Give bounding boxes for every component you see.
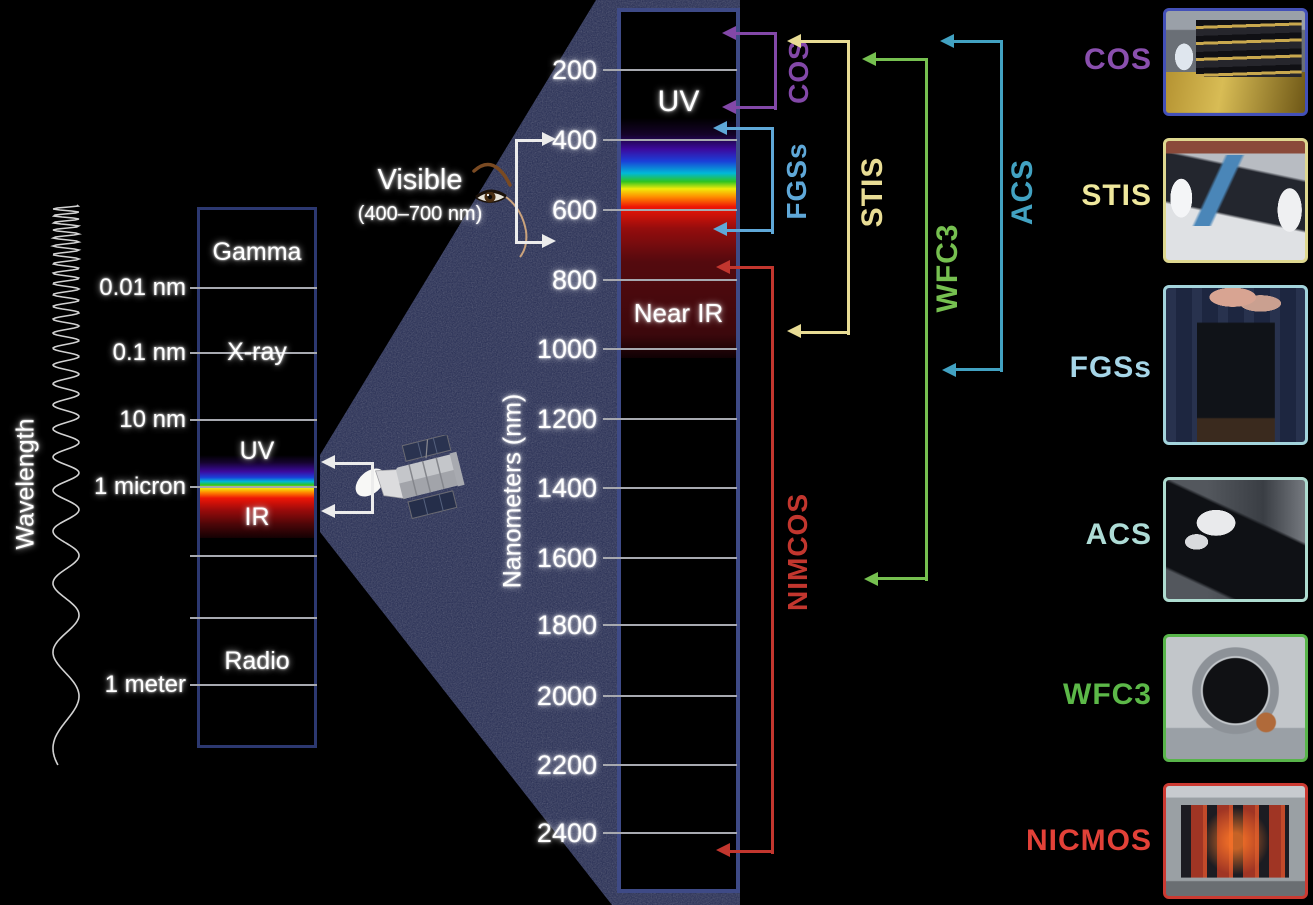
wavelength-wave-illustration xyxy=(50,204,83,766)
tick-2000 xyxy=(603,695,737,697)
nicmos-instrument-label: NICMOS xyxy=(1026,824,1152,857)
ticklabel-2000: 2000 xyxy=(536,681,597,711)
tick-1000 xyxy=(603,348,737,350)
left-tick-1micron xyxy=(190,486,317,488)
stis-photo xyxy=(1163,138,1308,263)
ticklabel-1400: 1400 xyxy=(536,473,597,503)
wfc3-bracket-label: WFC3 xyxy=(931,223,964,313)
stis-instrument-label: STIS xyxy=(1081,179,1152,212)
left-scale-1micron: 1 micron xyxy=(93,473,186,500)
human-eye-icon xyxy=(472,162,528,258)
tick-400 xyxy=(603,139,737,141)
ticklabel-2200: 2200 xyxy=(536,750,597,780)
zoom-near-ir-band-label: Near IR xyxy=(633,298,724,328)
nicmos-bracket-label: NIMCOS xyxy=(782,493,813,611)
fgs-bracket-label: FGSs xyxy=(781,142,812,220)
wfc3-photo xyxy=(1163,634,1308,762)
hubble-telescope-illustration xyxy=(355,435,465,520)
visible-arrow-bottom xyxy=(542,234,556,248)
acs-arrow-top xyxy=(940,34,954,48)
visible-title: Visible xyxy=(377,164,463,196)
wfc3-arrow-top xyxy=(862,52,876,66)
left-tick-10nm xyxy=(190,419,317,421)
tick-1800 xyxy=(603,624,737,626)
tick-2200 xyxy=(603,764,737,766)
fgs-arrow-top xyxy=(713,121,727,135)
nicmos-arrow-bottom xyxy=(716,843,730,857)
nicmos-photo xyxy=(1163,783,1308,899)
cos-photo xyxy=(1163,8,1308,116)
left-tick-1meter xyxy=(190,684,317,686)
tick-800 xyxy=(603,279,737,281)
left-tick-unlabeled-2 xyxy=(190,617,317,619)
acs-photo xyxy=(1163,477,1308,602)
stis-bracket-label: STIS xyxy=(856,156,889,228)
wavelength-axis-label: Wavelength xyxy=(11,418,40,550)
cos-bracket-label: COS xyxy=(783,40,814,104)
cos-arrow-bottom xyxy=(722,100,736,114)
ticklabel-2400: 2400 xyxy=(536,818,597,848)
zoom-uv-band-label: UV xyxy=(657,85,700,118)
band-ir: IR xyxy=(244,503,270,531)
ticklabel-400: 400 xyxy=(551,125,597,155)
cos-arrow-top xyxy=(722,26,736,40)
nicmos-arrow-top xyxy=(716,260,730,274)
ticklabel-600: 600 xyxy=(551,195,597,225)
acs-arrow-bottom xyxy=(942,363,956,377)
fgs-arrow-bottom xyxy=(713,222,727,236)
band-xray: X-ray xyxy=(227,338,287,366)
tick-1400 xyxy=(603,487,737,489)
visible-range: (400–700 nm) xyxy=(357,203,483,225)
ticklabel-800: 800 xyxy=(551,265,597,295)
left-scale-1meter: 1 meter xyxy=(104,671,186,698)
tick-1600 xyxy=(603,557,737,559)
tick-200 xyxy=(603,69,737,71)
zoom-visible-spectrum-band xyxy=(621,118,736,358)
stis-arrow-top xyxy=(787,34,801,48)
stis-arrow-bottom xyxy=(787,324,801,338)
fgs-photo xyxy=(1163,285,1308,445)
left-scale-001nm: 0.01 nm xyxy=(99,274,186,301)
telescope-arrow-ir xyxy=(321,504,335,518)
visible-arrow-top xyxy=(542,132,556,146)
band-gamma: Gamma xyxy=(212,238,302,266)
wfc3-instrument-label: WFC3 xyxy=(1063,678,1152,711)
tick-2400 xyxy=(603,832,737,834)
left-tick-001nm xyxy=(190,287,317,289)
ticklabel-1800: 1800 xyxy=(536,610,597,640)
acs-instrument-label: ACS xyxy=(1085,518,1152,551)
left-tick-01nm xyxy=(190,352,317,354)
cos-instrument-label: COS xyxy=(1083,43,1152,76)
ticklabel-1200: 1200 xyxy=(536,404,597,434)
fgs-instrument-label: FGSs xyxy=(1069,351,1152,384)
tick-600 xyxy=(603,209,737,211)
tick-1200 xyxy=(603,418,737,420)
wfc3-arrow-bottom xyxy=(864,572,878,586)
ticklabel-200: 200 xyxy=(551,55,597,85)
left-scale-01nm: 0.1 nm xyxy=(112,339,186,366)
band-uv: UV xyxy=(239,437,275,465)
telescope-arrow-uv xyxy=(321,455,335,469)
band-radio: Radio xyxy=(224,647,290,675)
ticklabel-1000: 1000 xyxy=(536,334,597,364)
nanometers-axis-label: Nanometers (nm) xyxy=(498,393,527,589)
left-tick-unlabeled-1 xyxy=(190,555,317,557)
left-scale-10nm: 10 nm xyxy=(119,406,186,433)
ticklabel-1600: 1600 xyxy=(536,543,597,573)
left-visible-spectrum-band xyxy=(200,455,314,538)
